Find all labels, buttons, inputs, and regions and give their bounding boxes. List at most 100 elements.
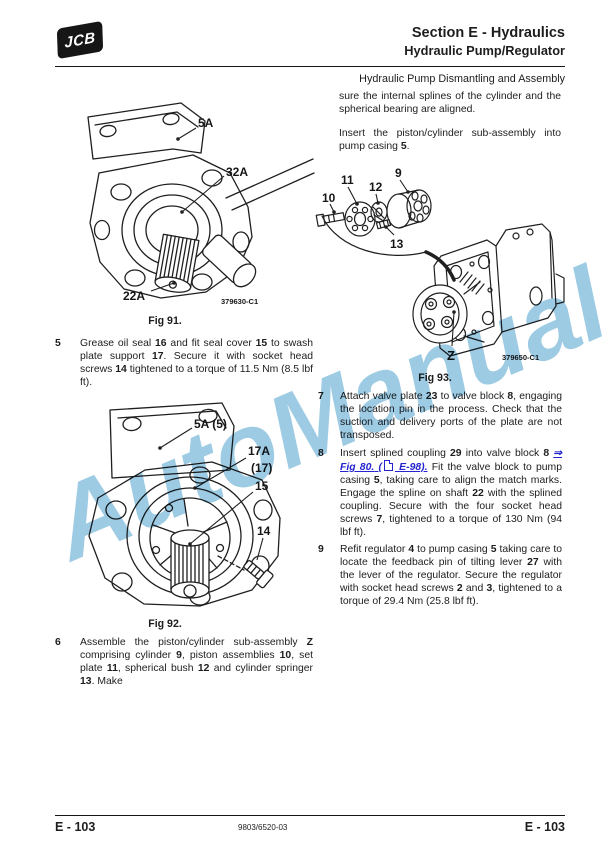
fig93-label-11: 11 — [341, 173, 354, 187]
text-run: Insert splined coupling — [340, 448, 451, 459]
fig91-label-5A: 5A — [198, 116, 214, 130]
step-6-text: Assemble the piston/cylinder sub-assembl… — [80, 636, 313, 688]
text-run: , tightened to a torque of 130 Nm (94 lb… — [340, 514, 563, 538]
text-run: , piston assemblies — [181, 650, 280, 661]
figure-92: 5A (5) 17A (17) 15 14 Fig 92. — [50, 398, 320, 630]
fig93-label-13: 13 — [390, 237, 404, 251]
text-run: Fit the valve block to pump casing — [340, 462, 562, 486]
text-run: 29 — [450, 448, 462, 459]
fig92-drawing: 5A (5) 17A (17) 15 14 — [88, 402, 281, 607]
section-subtitle: Hydraulic Pump/Regulator — [404, 43, 565, 58]
step-6: 6 Assemble the piston/cylinder sub-assem… — [55, 636, 313, 688]
step-9-text: Refit regulator 4 to pump casing 5 takin… — [340, 543, 562, 608]
section-title: Section E - Hydraulics — [411, 25, 565, 41]
text-run: 5 — [400, 141, 407, 152]
text-run: . Secure it with socket head screws — [80, 351, 313, 375]
text-run: 8 — [543, 448, 550, 459]
text-run: comprising cylinder — [80, 650, 177, 661]
text-run: Insert the piston/cylinder sub-assembly … — [339, 128, 561, 152]
text-run: and — [462, 583, 487, 594]
step-7: 7 Attach valve plate 23 to valve block 8… — [318, 390, 562, 442]
fig-80-cross-reference-link[interactable]: ( — [374, 462, 382, 473]
step-6-number: 6 — [55, 637, 61, 648]
text-run: tightened to a torque of 11.5 Nm (8.5 lb… — [80, 364, 313, 388]
text-run: , set plate — [80, 650, 313, 674]
step-5-number: 5 — [55, 338, 61, 349]
fig92-caption: Fig 92. — [148, 618, 182, 630]
fig93-label-12: 12 — [369, 180, 383, 194]
text-run: 17 — [151, 351, 164, 362]
fig-80-cross-reference-link[interactable]: Fig 80. — [340, 462, 375, 473]
text-run: 13 — [80, 676, 92, 687]
step-5-text: Grease oil seal 16 and fit seal cover 15… — [80, 337, 313, 389]
text-run: 14 — [115, 364, 127, 375]
text-run: 16 — [155, 338, 167, 349]
step-9-number: 9 — [318, 544, 324, 555]
text-run: 27 — [527, 557, 539, 568]
text-run: 2 — [456, 583, 463, 594]
text-run: , taking care to align the match marks. … — [340, 475, 562, 499]
text-run: 7 — [376, 514, 383, 525]
text-run: into valve block — [461, 448, 544, 459]
text-run: , engaging the location pin in the proce… — [340, 391, 562, 441]
text-run: . — [406, 141, 410, 152]
figure-93: 10 11 12 9 13 Z 379650-C1 Fig 93. — [310, 166, 565, 384]
fig91-leader-lines — [150, 127, 225, 292]
fig93-label-Z: Z — [447, 348, 455, 363]
fig92-label-17A: 17A — [248, 444, 270, 458]
step-7-text: Attach valve plate 23 to valve block 8, … — [340, 390, 562, 442]
text-run: to pump casing — [414, 544, 491, 555]
fig93-leader-lines — [329, 179, 456, 347]
header-rule — [55, 66, 565, 67]
text-run: 4 — [408, 544, 415, 555]
jcb-logo: JCB — [56, 20, 104, 60]
fig93-part-code: 379650-C1 — [502, 353, 539, 362]
fig93-label-10: 10 — [322, 191, 336, 205]
fig93-caption: Fig 93. — [418, 372, 452, 384]
text-run: 5 — [373, 475, 380, 486]
footer-page-left: E - 103 — [55, 820, 96, 834]
text-run: Refit regulator — [340, 544, 409, 555]
footer-page-right: E - 103 — [524, 820, 565, 834]
footer-doc-code: 9803/6520-03 — [238, 823, 288, 832]
text-run: 3 — [486, 583, 493, 594]
text-run: 23 — [425, 391, 438, 402]
fig91-pump-art — [87, 102, 315, 299]
text-run: 15 — [255, 338, 268, 349]
text-run: 10 — [279, 650, 292, 661]
fig-80-cross-reference-link[interactable]: E-98). — [394, 462, 428, 473]
text-run: and fit seal cover — [166, 338, 256, 349]
text-run: 5 — [490, 544, 497, 555]
text-run: Attach valve plate — [340, 391, 426, 402]
step-8-text: Insert splined coupling 29 into valve bl… — [340, 447, 562, 539]
text-run: . Make — [91, 676, 123, 687]
step-9: 9 Refit regulator 4 to pump casing 5 tak… — [318, 543, 562, 608]
fig92-pump-art — [88, 402, 281, 607]
step-8-number: 8 — [318, 448, 324, 459]
fig93-drawing: 10 11 12 9 13 Z 379650-C1 — [315, 166, 565, 363]
jcb-logo-text: JCB — [64, 28, 96, 52]
text-run: 9 — [176, 650, 182, 661]
figure-91: 5A 32A 22A 379630-C1 Fig 91. — [55, 95, 320, 327]
intro-paragraph-2: Insert the piston/cylinder sub-assembly … — [339, 127, 561, 153]
fig-80-cross-reference-link[interactable]: ⇒ — [553, 448, 563, 459]
text-run: with the lever of the regulator. Secure … — [340, 557, 562, 594]
fig92-label-15: 15 — [255, 479, 269, 493]
step-8: 8 Insert splined coupling 29 into valve … — [318, 447, 562, 539]
fig91-label-22A: 22A — [123, 289, 145, 303]
fig92-label-14: 14 — [257, 524, 271, 538]
text-run: to valve block — [437, 391, 508, 402]
text-run: 22 — [472, 488, 484, 499]
footer-rule — [55, 815, 565, 816]
intro-paragraph-1: sure the internal splines of the cylinde… — [339, 90, 561, 116]
page-reference-icon[interactable] — [383, 460, 393, 471]
fig93-exploded-art — [315, 189, 565, 357]
fig91-drawing: 5A 32A 22A 379630-C1 — [87, 102, 315, 306]
fig91-part-code: 379630-C1 — [221, 297, 258, 306]
text-run: taking care to locate the feedback pin o… — [340, 544, 562, 568]
text-run: Grease oil seal — [80, 338, 156, 349]
fig93-label-9: 9 — [395, 166, 402, 180]
text-run: with the splined coupling. Secure with t… — [340, 488, 563, 525]
text-run: and cylinder springer — [209, 663, 314, 674]
text-run: sure the internal splines of the cylinde… — [339, 91, 561, 115]
